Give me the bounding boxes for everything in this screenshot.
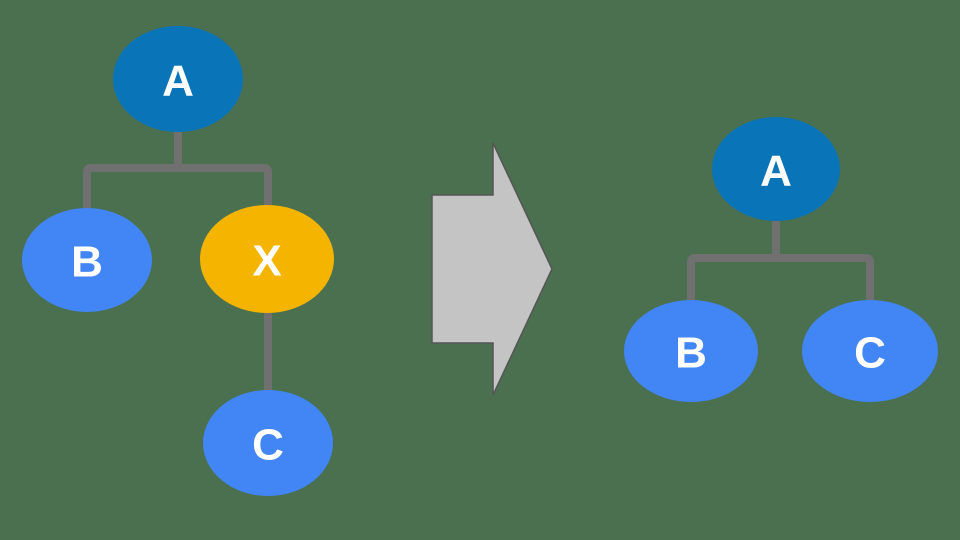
after-connectors: [687, 218, 874, 302]
node-b-before[interactable]: B: [22, 208, 152, 312]
node-b-after-shape: [624, 300, 758, 402]
before-tree: A B X C: [22, 26, 334, 496]
edge-a-to-b-after: [687, 254, 776, 302]
node-b-after[interactable]: B: [624, 300, 758, 402]
before-nodes: A B X C: [22, 26, 334, 496]
node-x-before-shape: [200, 205, 334, 313]
node-c-after-shape: [802, 300, 938, 402]
node-a-after[interactable]: A: [712, 117, 840, 221]
before-connectors: [83, 130, 272, 395]
transition-arrow: [431, 142, 553, 396]
node-c-before[interactable]: C: [203, 390, 333, 496]
node-a-after-shape: [712, 117, 840, 221]
edge-a-to-x: [178, 164, 272, 208]
node-a-before-shape: [113, 26, 243, 132]
node-c-after[interactable]: C: [802, 300, 938, 402]
node-x-before[interactable]: X: [200, 205, 334, 313]
edge-a-to-c-after: [776, 254, 874, 302]
node-b-before-shape: [22, 208, 152, 312]
edge-a-to-b: [83, 164, 178, 210]
node-a-before[interactable]: A: [113, 26, 243, 132]
arrow-right-icon: [431, 142, 553, 396]
after-tree: A B C: [624, 117, 938, 402]
node-c-before-shape: [203, 390, 333, 496]
